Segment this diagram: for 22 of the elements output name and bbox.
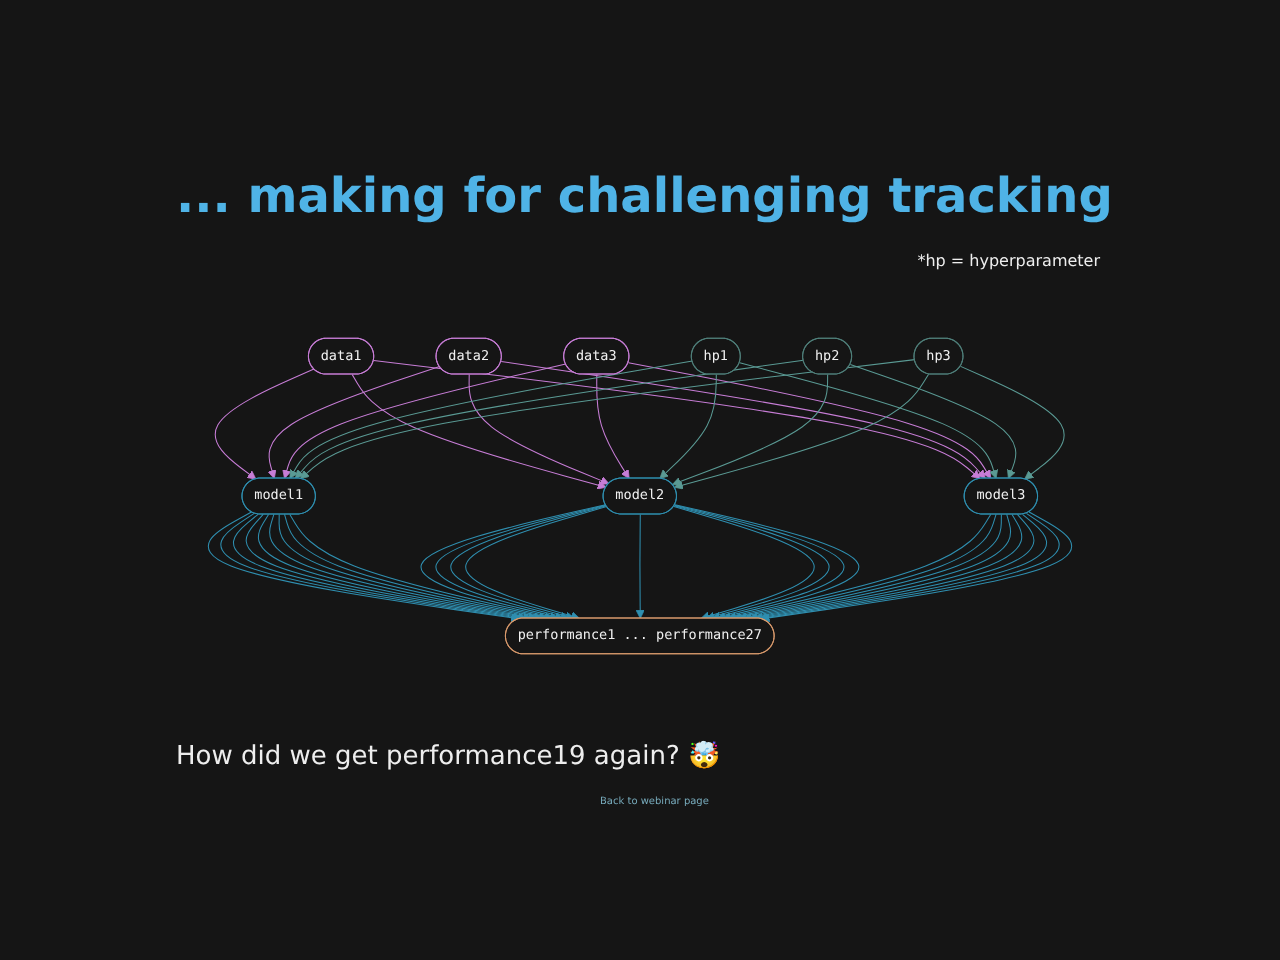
arrow — [960, 365, 1065, 480]
arrow — [635, 513, 645, 619]
arrow — [282, 363, 567, 479]
arrow — [659, 374, 717, 479]
question-text: How did we get performance19 again? 🤯 — [176, 740, 720, 772]
arrow — [373, 360, 981, 480]
slide-title: ... making for challenging tracking — [176, 168, 1113, 224]
arrow — [674, 373, 930, 490]
arrow — [672, 374, 829, 486]
arrow — [351, 374, 607, 490]
arrow — [596, 374, 630, 479]
arrow — [299, 359, 916, 480]
arrow — [289, 360, 693, 479]
arrow — [739, 362, 998, 479]
arrow — [500, 360, 986, 479]
arrow — [294, 359, 805, 479]
footnote: *hp = hyperparameter — [917, 252, 1100, 270]
arrow — [214, 368, 315, 480]
arrow — [627, 362, 992, 479]
arrow — [267, 366, 441, 479]
arrow — [849, 364, 1017, 479]
arrow — [468, 374, 610, 485]
